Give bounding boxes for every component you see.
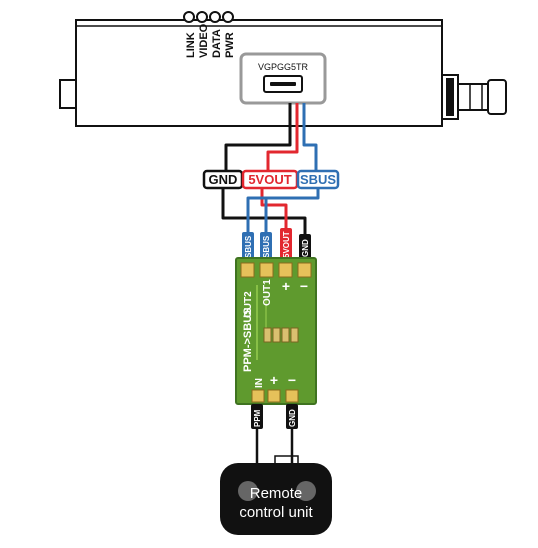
- pad-out1: [259, 262, 274, 278]
- pin-tag-gnd-bottom: GND: [288, 409, 297, 427]
- pin-tag-vout: 5VOUT: [282, 231, 291, 258]
- pin-tag-gnd-bottom-box: [286, 404, 298, 429]
- wire-loop: [274, 455, 299, 466]
- pad-plus-top: [278, 262, 293, 278]
- board-label-minus-top: −: [300, 278, 308, 294]
- video-transmitter-device: LINK VIDEO DATA PWR VGPGG5TR: [59, 11, 507, 127]
- pin-tag-gnd-top: GND: [301, 239, 310, 257]
- board-title: PPM->SBUS: [242, 308, 254, 373]
- pad-plus-bottom: [267, 389, 281, 403]
- pad-minus-bottom: [285, 389, 299, 403]
- remote-stick-left: [238, 481, 258, 501]
- remote-label-line1: Remote: [250, 485, 303, 502]
- wire-gnd-upper: [224, 103, 292, 178]
- wire-vout-upper: [266, 103, 299, 178]
- pin-tags-bottom: PPM GND: [251, 404, 298, 429]
- pin-tag-ppm: PPM: [253, 409, 262, 427]
- board-label-minus-bottom: −: [288, 372, 296, 388]
- pin-tags-top: SBUS SBUS 5VOUT GND: [242, 228, 311, 260]
- led-link: [183, 11, 195, 23]
- upper-wires: [224, 103, 318, 178]
- antenna-base-inner: [446, 78, 454, 116]
- remote-label-line2: control unit: [239, 504, 313, 521]
- wire-sbus-upper: [302, 103, 318, 178]
- bus-label-gnd: GND: [209, 172, 238, 187]
- remote-control-unit: Remote control unit: [220, 463, 332, 535]
- led-pwr: [222, 11, 234, 23]
- antenna-tip: [487, 79, 507, 115]
- component-3: [281, 327, 290, 343]
- board-label-out2: OUT2: [243, 291, 254, 318]
- port-label: VGPGG5TR: [258, 62, 309, 72]
- bus-labels: GND 5VOUT SBUS: [202, 169, 340, 190]
- board-label-in: IN: [254, 378, 265, 388]
- pad-minus-top: [297, 262, 312, 278]
- pad-out2: [240, 262, 255, 278]
- wire-sbus-out2: [246, 188, 320, 258]
- led-label-video: VIDEO: [198, 23, 210, 58]
- pin-tag-sbus-2-box: [260, 232, 272, 260]
- led-video: [196, 11, 208, 23]
- board-label-plus-bottom: +: [270, 372, 278, 388]
- device-top-strip: [75, 19, 443, 27]
- pin-tag-vout-box: [280, 228, 292, 260]
- usb-c-tongue: [270, 82, 296, 86]
- component-2: [272, 327, 281, 343]
- ppm-sbus-board: PPM->SBUS OUT2 OUT1 + − IN + −: [235, 257, 317, 405]
- component-1: [263, 327, 272, 343]
- pin-tag-sbus-1-box: [242, 232, 254, 260]
- board-label-plus-top: +: [282, 278, 290, 294]
- component-4: [290, 327, 299, 343]
- pin-tag-sbus-2: SBUS: [262, 235, 271, 258]
- led-label-link: LINK: [185, 32, 197, 58]
- led-label-pwr: PWR: [224, 32, 236, 58]
- led-data: [209, 11, 221, 23]
- pin-tag-ppm-box: [251, 404, 263, 429]
- led-label-data: DATA: [211, 29, 223, 58]
- bus-label-vout: 5VOUT: [248, 172, 291, 187]
- pin-tag-sbus-1: SBUS: [244, 235, 253, 258]
- pad-in: [251, 389, 265, 403]
- pin-tag-gnd-top-box: [299, 234, 311, 260]
- remote-stick-right: [296, 481, 316, 501]
- bus-label-sbus: SBUS: [300, 172, 336, 187]
- board-label-out1: OUT1: [262, 279, 273, 306]
